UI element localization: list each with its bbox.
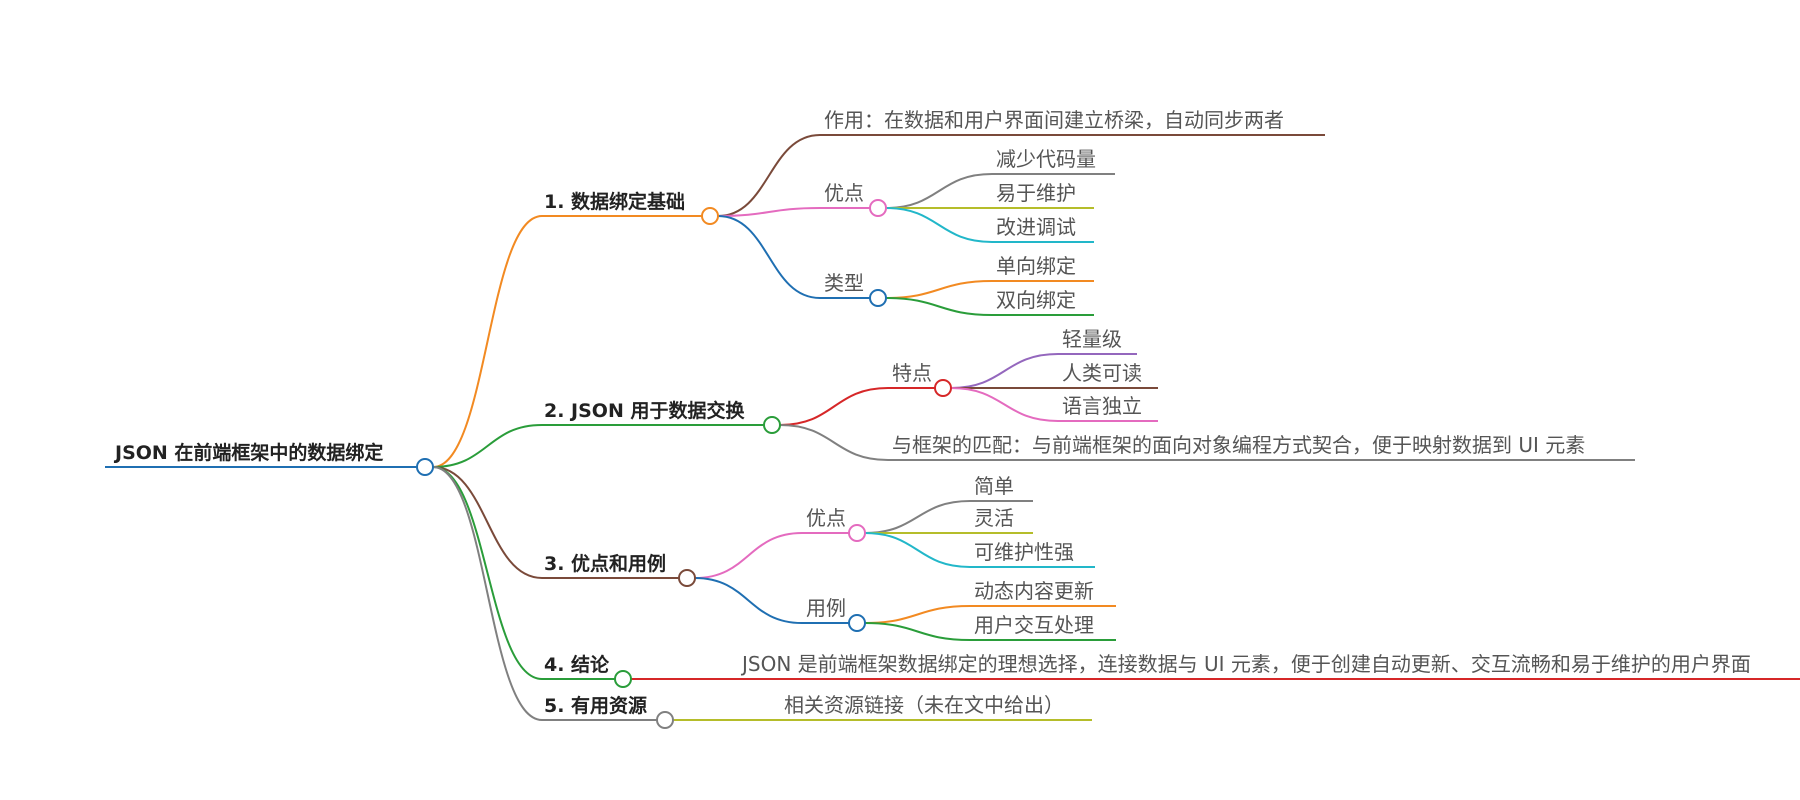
b3-link [432,466,543,579]
b2-link [432,424,543,468]
b4-link [432,466,543,680]
b3-dot [678,569,696,587]
b1c1-link [717,134,821,217]
b4-dot [614,670,632,688]
b1c2-link [717,207,821,217]
b3c1b-label: 灵活 [974,506,1014,530]
b1c3b-label: 双向绑定 [996,288,1076,312]
b3c1-link [694,532,803,579]
b1c2b-label: 易于维护 [996,181,1076,205]
b3c2a-label: 动态内容更新 [974,579,1094,603]
b2-label: 2. JSON 用于数据交换 [544,399,745,422]
b2c1a-link [950,353,1059,389]
b5-label: 5. 有用资源 [544,694,647,717]
b2c1-label: 特点 [892,361,932,385]
b5-dot [656,711,674,729]
b1c2-dot [869,199,887,217]
b1c2a-link [885,173,993,209]
b1c2c-label: 改进调试 [996,215,1076,239]
b2c2-link [779,424,889,461]
b2c1a-label: 轻量级 [1062,327,1122,351]
mindmap-nodes: JSON 在前端框架中的数据绑定 1. 数据绑定基础 作用：在数据和用户界面间建立桥… [113,108,1751,729]
b3c2b-link [864,622,971,641]
b1c3-link [717,215,821,299]
b5c1-label: 相关资源链接（未在文中给出） [784,693,1064,717]
b3c1a-label: 简单 [974,474,1014,498]
b1c3-dot [869,289,887,307]
b1c1-label: 作用：在数据和用户界面间建立桥梁，自动同步两者 [824,108,1284,132]
b3c1-label: 优点 [806,506,846,530]
b1c2-label: 优点 [824,181,864,205]
b2c1b-label: 人类可读 [1062,361,1142,385]
b3c1c-link [864,532,971,568]
b3c2a-link [864,605,971,624]
b2c1-dot [934,379,952,397]
b1-label: 1. 数据绑定基础 [544,190,685,213]
b3c2-label: 用例 [806,596,846,620]
b2c1-link [779,387,889,426]
b1-dot [701,207,719,225]
b1c2c-link [885,207,993,243]
b3c1c-label: 可维护性强 [974,540,1074,564]
root-dot [416,458,434,476]
b1c2a-label: 减少代码量 [996,147,1096,171]
mindmap-links [105,134,1800,721]
b1-link [432,215,543,468]
b1c3-label: 类型 [824,271,864,295]
b1c3b-link [885,297,993,316]
b1c3a-link [885,280,993,299]
b3c1-dot [848,524,866,542]
b2-dot [763,416,781,434]
b2c1c-label: 语言独立 [1062,394,1142,418]
b2c2-label: 与框架的匹配：与前端框架的面向对象编程方式契合，便于映射数据到 UI 元素 [892,433,1585,457]
b4-label: 4. 结论 [544,653,610,676]
b3c1a-link [864,500,971,534]
b3c2-dot [848,614,866,632]
root-label: JSON 在前端框架中的数据绑定 [113,441,383,464]
b3-label: 3. 优点和用例 [544,552,666,575]
b3c2-link [694,577,803,624]
b5-link [432,466,543,721]
b4c1-label: JSON 是前端框架数据绑定的理想选择，连接数据与 UI 元素，便于创建自动更新… [740,652,1751,676]
b3c2b-label: 用户交互处理 [974,613,1094,637]
b1c3a-label: 单向绑定 [996,254,1076,278]
b2c1c-link [950,387,1059,422]
